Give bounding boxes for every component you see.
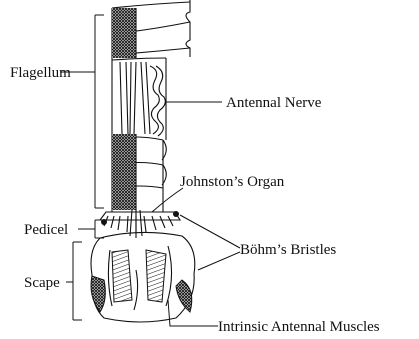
label-scape: Scape xyxy=(24,275,60,291)
flagellum-pigment-upper xyxy=(112,8,136,58)
label-johnstons-organ: Johnston’s Organ xyxy=(180,174,285,190)
label-flagellum: Flagellum xyxy=(10,65,71,81)
bohm-patch-left xyxy=(91,276,105,312)
scape-bracket xyxy=(66,242,82,320)
scape-structure xyxy=(91,232,195,322)
bohm-patch-right xyxy=(176,280,192,312)
label-antennal-nerve: Antennal Nerve xyxy=(226,95,322,111)
muscle-bundle-left xyxy=(112,250,132,302)
muscle-bundle-right xyxy=(146,250,166,302)
flagellum-segments xyxy=(112,0,190,212)
flagellum-bracket xyxy=(60,15,104,208)
flagellum-pigment-lower xyxy=(112,134,136,210)
intrinsic-muscles-leader xyxy=(168,300,218,326)
label-intrinsic-muscles: Intrinsic Antennal Muscles xyxy=(218,319,380,335)
johnstons-organ-leader xyxy=(152,188,183,212)
bristle-cluster-right xyxy=(173,211,179,217)
label-bohms-bristles: Böhm’s Bristles xyxy=(240,242,336,258)
pedicel-bracket xyxy=(78,220,104,238)
label-pedicel: Pedicel xyxy=(24,222,68,238)
